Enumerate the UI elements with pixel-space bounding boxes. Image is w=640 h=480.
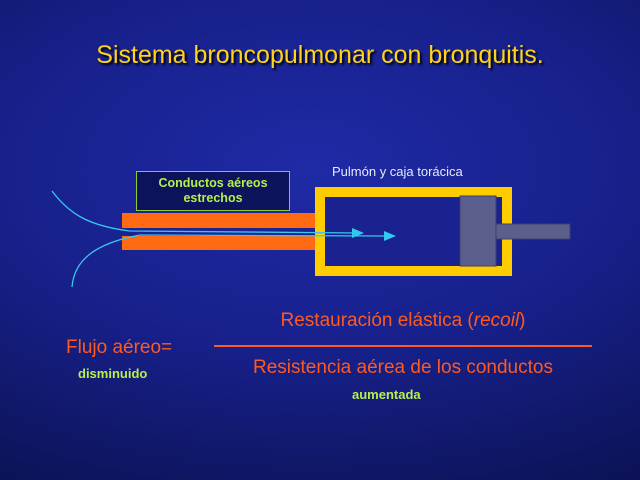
fraction-bar: [214, 345, 592, 347]
narrow-airways-label: Conductos aéreos estrechos: [136, 171, 290, 211]
airflow-line-lower: [71, 234, 387, 288]
airway-tube-top-wall: [122, 213, 318, 228]
numerator-prefix: Restauración elástica (: [280, 310, 474, 331]
airflow-formula-lhs: Flujo aéreo=: [66, 337, 173, 358]
piston-rod: [493, 223, 571, 240]
piston-head: [459, 195, 497, 267]
formula-numerator: Restauración elástica (recoil): [214, 310, 592, 332]
airflow-line-upper: [51, 190, 361, 234]
airflow-qualifier: disminuido: [78, 366, 148, 381]
slide-title: Sistema broncopulmonar con bronquitis.: [96, 41, 544, 69]
airway-tube-bottom-wall: [122, 236, 318, 250]
airflow-arrowhead-upper: [352, 228, 364, 238]
narrow-airways-label-line2: estrechos: [183, 191, 243, 205]
numerator-suffix: ): [519, 310, 526, 331]
numerator-italic: recoil: [473, 310, 520, 331]
airflow-arrowhead-lower: [384, 231, 396, 241]
lung-chest-label: Pulmón y caja torácica: [332, 164, 463, 179]
formula-denominator: Resistencia aérea de los conductos: [253, 357, 553, 378]
resistance-qualifier: aumentada: [352, 387, 421, 402]
narrow-airways-label-line1: Conductos aéreos: [158, 176, 268, 190]
